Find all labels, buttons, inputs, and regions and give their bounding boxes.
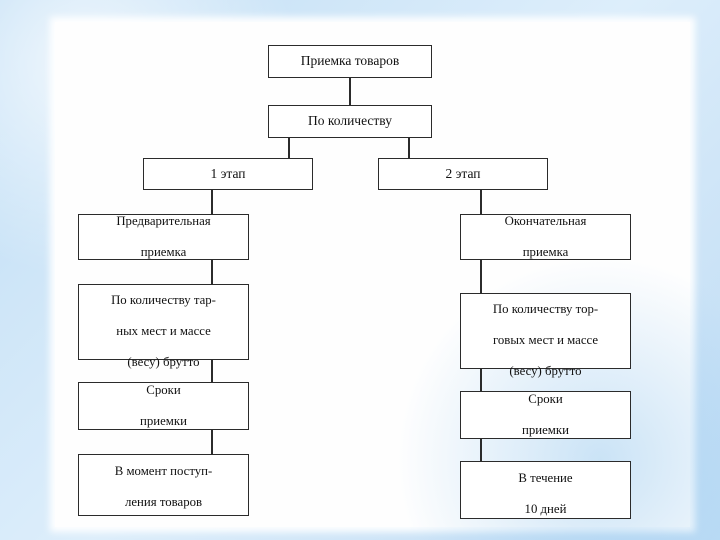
edge-byquantity-to-stage2 [408,138,410,158]
left-count-line-3: (весу) брутто [127,355,200,370]
node-by-quantity-label: По количеству [308,113,392,129]
node-root-label: Приемка товаров [300,53,400,69]
node-left-count-label: По количеству тар- ных мест и массе (вес… [103,293,224,371]
left-terms-line-2: приемки [140,413,187,428]
left-when-line-2: ления товаров [124,495,203,510]
right-terms-line-2: приемки [522,422,569,437]
node-final-acceptance[interactable]: Окончательная приемка [460,214,631,260]
edge-final-to-rightcount [480,260,482,293]
node-right-terms[interactable]: Сроки приемки [460,391,631,439]
node-right-count[interactable]: По количеству тор- говых мест и массе (в… [460,293,631,378]
node-right-count-label: По количеству тор- говых мест и массе (в… [485,302,606,380]
right-when-line-1: В течение [518,471,573,485]
prelim-line-2: приемка [140,244,187,259]
node-left-when-label: В момент поступ- ления товаров [107,464,221,511]
node-right-terms-label: Сроки приемки [514,392,577,439]
content-panel: Приемка товаров По количеству 1 этап 2 э… [55,22,690,527]
edge-rightterms-to-rightwhen [480,439,482,461]
final-line-1: Окончательная [504,213,587,228]
left-count-line-1: По количеству тар- [111,293,216,307]
node-left-terms-label: Сроки приемки [132,383,195,430]
node-stage-1[interactable]: 1 этап [143,158,313,190]
node-final-acceptance-label: Окончательная приемка [497,214,595,261]
node-left-when[interactable]: В момент поступ- ления товаров [78,454,249,516]
right-count-line-2: говых мест и массе [492,333,599,348]
prelim-line-1: Предварительная [116,213,211,228]
edge-leftcount-to-leftterms [211,360,213,382]
left-count-line-2: ных мест и массе [116,324,211,339]
node-right-when-label: В течение 10 дней [510,471,580,518]
right-when-line-2: 10 дней [524,502,567,517]
node-left-count[interactable]: По количеству тар- ных мест и массе (вес… [78,284,249,369]
edge-byquantity-to-stage1 [288,138,290,158]
edge-stage1-to-prelim [211,190,213,214]
final-line-2: приемка [522,244,569,259]
node-stage-2-label: 2 этап [445,165,481,181]
edge-prelim-to-leftcount [211,260,213,284]
node-by-quantity[interactable]: По количеству [268,105,432,138]
right-count-line-3: (весу) брутто [509,364,582,379]
edge-rightcount-to-rightterms [480,369,482,391]
left-terms-line-1: Сроки [146,382,181,397]
node-stage-2[interactable]: 2 этап [378,158,548,190]
edge-leftterms-to-leftwhen [211,430,213,454]
right-terms-line-1: Сроки [528,391,563,406]
node-prelim-acceptance[interactable]: Предварительная приемка [78,214,249,260]
edge-stage2-to-final [480,190,482,214]
node-left-terms[interactable]: Сроки приемки [78,382,249,430]
node-right-when[interactable]: В течение 10 дней [460,461,631,519]
node-root[interactable]: Приемка товаров [268,45,432,78]
edge-root-to-byquantity [349,78,351,105]
right-count-line-1: По количеству тор- [492,302,599,316]
node-stage-1-label: 1 этап [210,165,246,181]
left-when-line-1: В момент поступ- [114,464,213,478]
node-prelim-acceptance-label: Предварительная приемка [108,214,218,261]
